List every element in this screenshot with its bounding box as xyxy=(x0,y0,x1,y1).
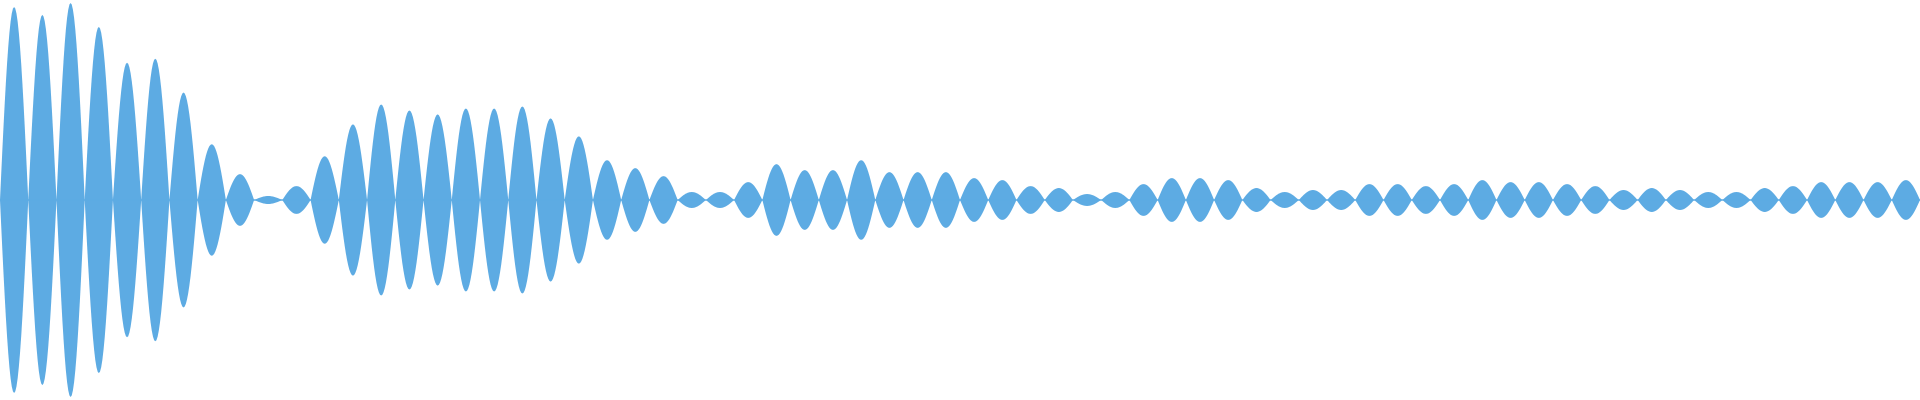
waveform-series xyxy=(0,2,1920,398)
waveform-plot xyxy=(0,2,1920,398)
waveform-chart xyxy=(0,2,1920,398)
